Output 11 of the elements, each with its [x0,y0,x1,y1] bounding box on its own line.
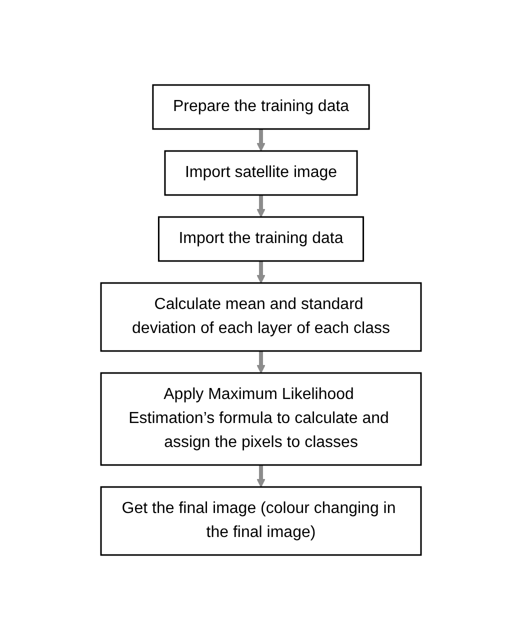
node-box: Apply Maximum Likelihood Estimation’s formula to calculate and assign the pixels to classes [100,372,422,466]
node-box: Import the training data [157,216,364,262]
node-box: Calculate mean and standard deviation of each layer of each class [100,282,422,352]
arrow [256,350,265,373]
arrow [256,194,265,217]
node-box: Import satellite image [164,150,358,196]
arrow [256,464,265,487]
node-box: Get the final image (colour changing in the final image) [100,486,422,556]
node-box: Prepare the training data [152,84,370,130]
arrow [256,260,265,283]
arrow [256,128,265,151]
